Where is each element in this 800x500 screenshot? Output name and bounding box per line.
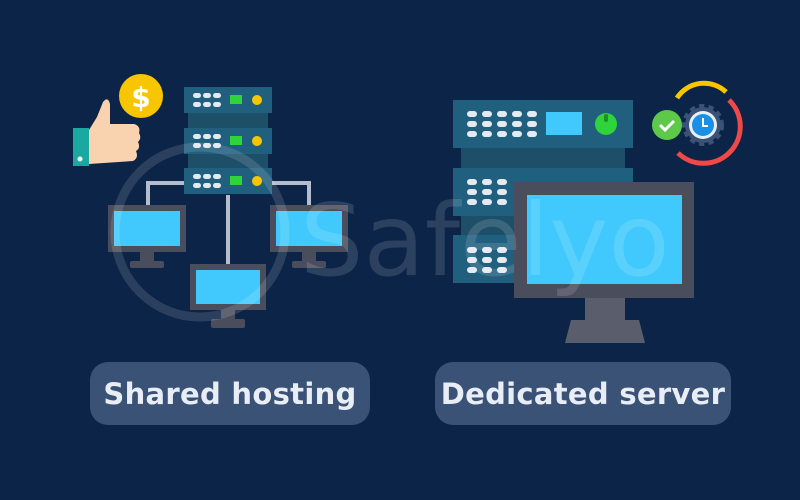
maintenance-gear-icon xyxy=(674,80,743,166)
shared-hosting-label: Shared hosting xyxy=(90,362,370,425)
network-cables-icon xyxy=(146,181,311,266)
client-monitor-icon xyxy=(270,205,348,268)
client-monitor-icon xyxy=(108,205,186,268)
dedicated-monitor-icon xyxy=(514,182,694,343)
safelyo-watermark: Safelyo xyxy=(110,142,670,322)
svg-text:$: $ xyxy=(131,81,150,114)
thumbs-up-icon xyxy=(73,99,141,166)
shared-server-icon xyxy=(184,87,272,194)
check-circle-icon xyxy=(652,110,682,140)
dedicated-server-illustration xyxy=(453,80,743,343)
client-monitor-icon xyxy=(190,264,266,328)
dedicated-server-label: Dedicated server xyxy=(435,362,731,425)
dollar-coin-icon: $ xyxy=(119,74,163,118)
shared-hosting-illustration: $ xyxy=(73,74,348,328)
svg-text:Safelyo: Safelyo xyxy=(300,182,670,299)
